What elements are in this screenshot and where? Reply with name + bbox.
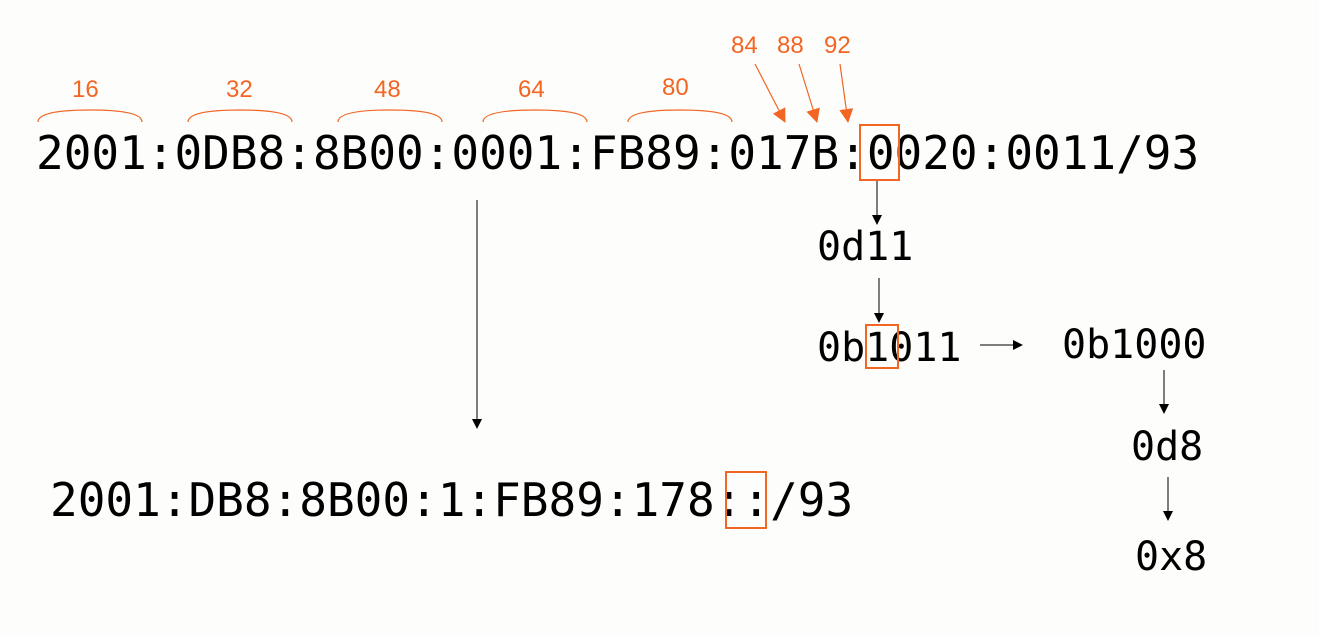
bit-label-84: 84: [731, 32, 758, 59]
full-address-highlight: B: [811, 126, 840, 180]
brace-64: [482, 109, 588, 123]
compressed-address-highlight: 8: [686, 473, 715, 527]
compressed-address: 2001:DB8:8B00:1:FB89:178::/93: [50, 477, 853, 523]
brace-32: [187, 109, 293, 123]
masked-decimal-value: 0d8: [1131, 424, 1204, 470]
binary-prefix: 0b: [817, 325, 866, 371]
bit-label-92: 92: [824, 32, 851, 59]
highlight-box-8: [725, 471, 767, 529]
bit-label-80: 80: [662, 74, 689, 101]
brace-48: [337, 109, 443, 123]
masked-binary-value: 0b1000: [1062, 322, 1207, 368]
full-address-prefix: 2001:0DB8:8B00:0001:FB89:017: [36, 126, 812, 180]
bit-label-32: 32: [226, 76, 253, 103]
arrow-88: [798, 63, 820, 123]
brace-80: [627, 109, 733, 123]
binary-suffix: 011: [889, 325, 962, 371]
decimal-value: 0d11: [817, 224, 914, 270]
compressed-address-prefix: 2001:DB8:8B00:1:FB89:17: [50, 473, 687, 527]
masked-hex-value: 0x8: [1135, 534, 1208, 580]
bit-label-64: 64: [518, 76, 545, 103]
bit-label-48: 48: [374, 76, 401, 103]
full-address: 2001:0DB8:8B00:0001:FB89:017B:0020:0011/…: [36, 130, 1199, 176]
compressed-address-suffix: ::/93: [714, 473, 854, 527]
highlight-box-bit: [865, 324, 899, 369]
brace-16: [37, 109, 143, 123]
bit-label-16: 16: [72, 76, 99, 103]
arrow-84: [754, 63, 786, 123]
binary-value: 0b1011: [817, 328, 962, 368]
highlight-box-b: [859, 124, 900, 181]
arrow-92: [839, 63, 854, 123]
binary-highlight: 1: [865, 325, 890, 371]
bit-label-88: 88: [777, 32, 804, 59]
